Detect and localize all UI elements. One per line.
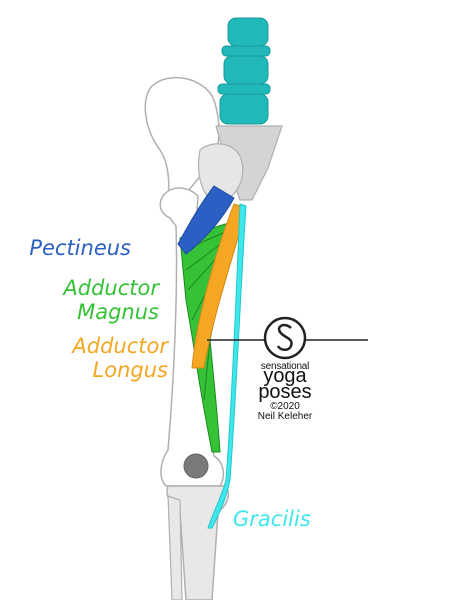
logo-author: Neil Keleher: [257, 411, 313, 422]
adductor-longus-muscle: [191, 203, 247, 369]
label-adductor-magnus-line2: Magnus: [77, 300, 159, 324]
label-adductor-longus-line2: Longus: [92, 358, 168, 382]
label-gracilis: Gracilis: [233, 507, 311, 531]
logo-text-sensational: sensational: [260, 361, 310, 372]
lumbar-spine: [217, 17, 271, 125]
label-adductor-magnus-line1: Adductor: [63, 276, 159, 300]
pectineus-muscle: [177, 185, 235, 255]
label-pectineus: Pectineus: [29, 236, 131, 260]
label-adductor-longus: Adductor Longus: [72, 334, 168, 382]
label-adductor-magnus: Adductor Magnus: [63, 276, 159, 324]
logo-text-poses: poses: [258, 381, 312, 403]
patella: [183, 453, 209, 479]
logo-copyright: ©2020: [270, 401, 300, 412]
logo-text-yoga: yoga: [263, 365, 307, 387]
fibula: [167, 495, 183, 600]
pubic-bone: [197, 143, 244, 201]
label-adductor-longus-line1: Adductor: [72, 334, 168, 358]
logo-mark: [207, 316, 368, 360]
